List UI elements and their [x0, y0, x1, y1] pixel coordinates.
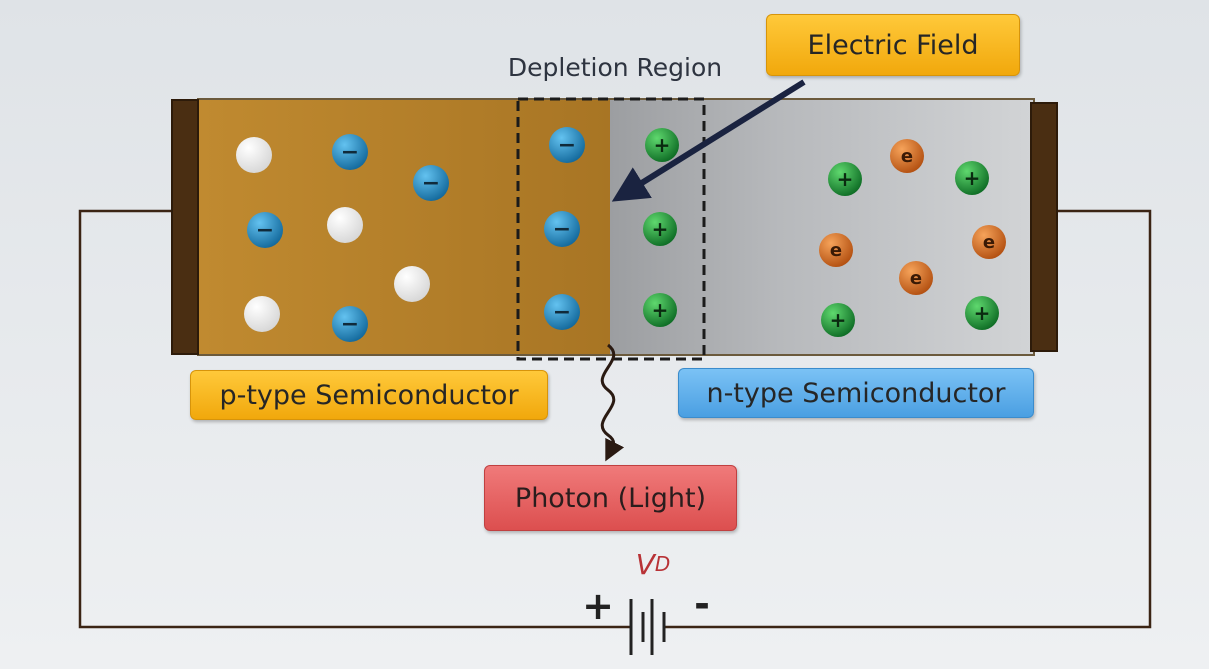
photon-arrow	[600, 343, 625, 462]
p-type-label: p-type Semiconductor	[190, 370, 548, 420]
voltage-symbol: V	[635, 547, 655, 581]
ion-sign: +	[964, 166, 981, 190]
electron: e	[890, 139, 924, 173]
negative-ions: − − − − − − −	[247, 127, 585, 342]
ion-sign: −	[553, 217, 571, 242]
negative-ion: −	[549, 127, 585, 163]
ion-sign: −	[558, 133, 576, 158]
right-electrode	[1030, 102, 1058, 352]
ion-sign: −	[341, 312, 359, 337]
positive-ions: + + + + + + +	[643, 128, 999, 337]
hole	[236, 137, 272, 173]
ion-sign: +	[652, 217, 669, 241]
positive-ion: +	[643, 212, 677, 246]
ion-sign: −	[422, 171, 440, 196]
voltage-subscript: D	[654, 552, 671, 576]
positive-ion: +	[645, 128, 679, 162]
photon-label: Photon (Light)	[484, 465, 737, 531]
electron-label: e	[983, 232, 995, 253]
ion-sign: +	[837, 167, 854, 191]
hole	[327, 207, 363, 243]
ion-sign: −	[553, 300, 571, 325]
negative-ion: −	[247, 212, 283, 248]
hole	[244, 296, 280, 332]
hole	[394, 266, 430, 302]
ion-sign: −	[341, 140, 359, 165]
ion-sign: +	[830, 308, 847, 332]
electron: e	[899, 261, 933, 295]
electron: e	[972, 225, 1006, 259]
ion-sign: +	[654, 133, 671, 157]
negative-ion: −	[544, 294, 580, 330]
electric-field-label: Electric Field	[766, 14, 1020, 76]
circuit-wire	[78, 209, 1152, 629]
negative-ion: −	[544, 211, 580, 247]
battery-symbol	[629, 599, 666, 655]
n-type-label: n-type Semiconductor	[678, 368, 1034, 418]
holes	[236, 137, 430, 332]
ion-sign: +	[974, 301, 991, 325]
battery-plus-sign: +	[582, 584, 614, 628]
electron-label: e	[910, 268, 922, 289]
electric-field-arrow	[611, 79, 806, 202]
negative-ion: −	[332, 306, 368, 342]
depletion-region-label: Depletion Region	[507, 52, 723, 82]
negative-ion: −	[413, 165, 449, 201]
negative-ion: −	[332, 134, 368, 170]
electrons: e e e e	[819, 139, 1006, 295]
electron-label: e	[901, 146, 913, 167]
positive-ion: +	[955, 161, 989, 195]
positive-ion: +	[643, 293, 677, 327]
depletion-region-box	[516, 97, 706, 361]
ion-sign: −	[256, 218, 274, 243]
electron: e	[819, 233, 853, 267]
positive-ion: +	[821, 303, 855, 337]
n-type-region	[610, 99, 1034, 355]
positive-ion: +	[965, 296, 999, 330]
left-electrode	[171, 99, 199, 355]
battery-minus-sign: -	[694, 582, 710, 626]
ion-sign: +	[652, 298, 669, 322]
electron-label: e	[830, 240, 842, 261]
positive-ion: +	[828, 162, 862, 196]
